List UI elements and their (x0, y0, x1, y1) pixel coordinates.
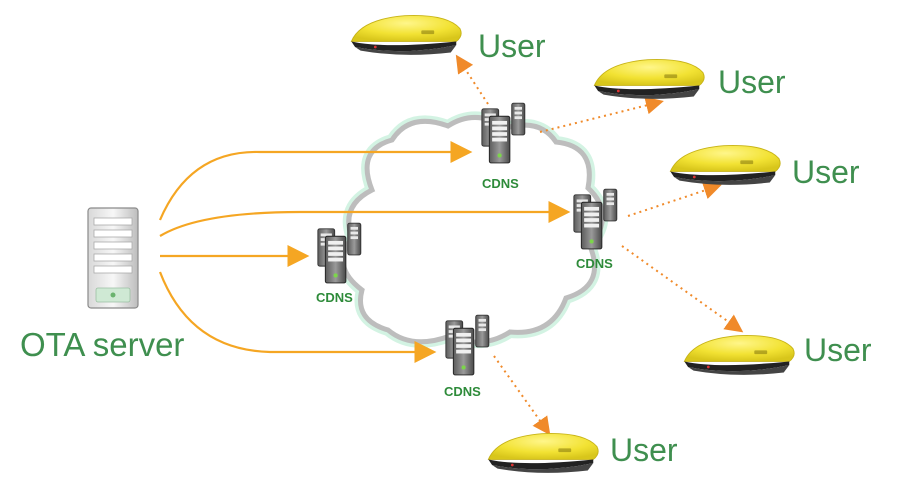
cdns-label-left: CDNS (316, 290, 353, 305)
arrow-to-user-1 (455, 54, 489, 105)
device-icon-user-5 (487, 432, 599, 474)
server-to-cdn-arrows (158, 141, 571, 363)
arrow-to-cdns-bottom (158, 271, 437, 363)
user-label-5: User (610, 432, 678, 468)
arrow-to-user-5 (493, 355, 551, 436)
cdn-cloud (337, 111, 609, 349)
user-label-2: User (718, 64, 786, 100)
arrow-to-user-3 (627, 181, 722, 217)
server-tower-icon (87, 207, 139, 309)
arrow-to-cdns-top (158, 141, 473, 221)
cdn-to-user-arrows (455, 54, 744, 436)
device-icon-user-2 (593, 58, 705, 100)
cdns-label-bottom: CDNS (444, 384, 481, 399)
cdns-label-right: CDNS (576, 256, 613, 271)
user-label-4: User (804, 332, 872, 368)
device-icon-user-4 (683, 334, 795, 376)
ota-server-label: OTA server (20, 326, 185, 363)
device-icon-user-3 (669, 144, 781, 186)
arrow-to-user-4 (621, 245, 744, 333)
device-icon-user-1 (350, 14, 462, 56)
user-label-1: User (478, 28, 546, 64)
arrow-to-cdns-right (159, 201, 571, 237)
cdns-label-top: CDNS (482, 176, 519, 191)
arrow-to-user-2 (539, 96, 664, 133)
user-label-3: User (792, 154, 860, 190)
